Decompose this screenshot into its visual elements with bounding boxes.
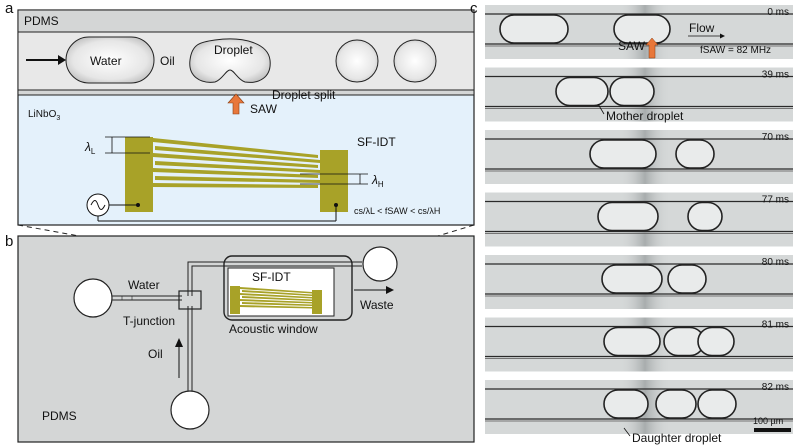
pdms-label-b: PDMS <box>42 409 77 423</box>
droplet-5-0 <box>603 326 661 357</box>
idt-label: SF-IDT <box>357 135 396 149</box>
frame-5: 81 ms <box>485 317 793 372</box>
saw-arrow <box>227 93 245 115</box>
lambda-l-label: λL <box>84 140 96 156</box>
droplet-3-1 <box>687 201 723 232</box>
droplet-3-0 <box>597 201 659 232</box>
oil-label-b: Oil <box>148 347 163 361</box>
panel-b-diagram: Water T-junction Oil SF-IDT Acoustic win… <box>17 235 475 443</box>
sf-idt-label-b: SF-IDT <box>252 270 291 284</box>
droplet-6-1 <box>655 389 697 419</box>
frame-0: 0 ms <box>485 5 793 59</box>
frame-6: 82 ms <box>485 380 793 434</box>
droplet-1-0 <box>555 76 609 107</box>
tjunction-label: T-junction <box>123 314 175 328</box>
pdms-bottom <box>17 89 475 96</box>
splitting-droplet <box>189 38 271 83</box>
droplet-1-1 <box>609 76 655 107</box>
panel-c-frames: 0 ms 39 ms 70 ms 77 ms 80 ms 81 ms 82 ms <box>485 5 793 434</box>
droplet-0-1 <box>613 14 671 44</box>
droplet-4-0 <box>601 264 663 294</box>
pdms-label: PDMS <box>24 14 59 28</box>
daughter-droplet-label: Daughter droplet <box>632 431 722 445</box>
panel-b-label: b <box>5 233 13 250</box>
panel-a-label: a <box>5 0 14 17</box>
sf-idt <box>125 137 348 212</box>
frame-time-label: 77 ms <box>762 195 789 206</box>
small-droplet-2 <box>393 39 437 83</box>
droplet-5-2 <box>697 326 735 357</box>
substrate-label: LiNbO3 <box>28 109 60 122</box>
scale-bar <box>754 428 791 432</box>
idt-left-bus <box>125 137 153 212</box>
frame-2: 70 ms <box>485 130 793 184</box>
frame-time-label: 80 ms <box>762 257 789 268</box>
water-label-b: Water <box>128 278 160 292</box>
fsaw-label: fSAW = 82 MHz <box>700 45 771 56</box>
frame-time-label: 39 ms <box>762 70 789 81</box>
scale-label: 100 µm <box>753 416 783 426</box>
waste-outlet <box>362 246 398 282</box>
flow-label: Flow <box>689 21 715 35</box>
droplet-2-1 <box>675 139 715 169</box>
saw-label-c: SAW <box>618 39 646 53</box>
droplet-6-0 <box>603 389 649 419</box>
water-label: Water <box>90 54 122 68</box>
pdms-chip <box>17 235 475 443</box>
droplet-split-label: Droplet split <box>272 88 336 102</box>
frame-time-label: 70 ms <box>762 132 789 143</box>
acoustic-window <box>223 255 353 321</box>
oil-label: Oil <box>160 54 175 68</box>
droplet-2-0 <box>589 139 657 169</box>
frame-time-label: 82 ms <box>762 382 789 393</box>
saw-label: SAW <box>250 102 278 116</box>
droplet-6-2 <box>697 389 737 419</box>
acoustic-window-label: Acoustic window <box>229 322 318 336</box>
panel-c-label: c <box>470 0 478 17</box>
droplet-label: Droplet <box>214 43 253 57</box>
saw-arrow-c <box>645 37 659 59</box>
droplet-0-0 <box>499 14 569 44</box>
flow-arrow-head <box>58 55 66 65</box>
pdms-layer <box>17 9 475 33</box>
frame-3: 77 ms <box>485 192 793 247</box>
waste-label: Waste <box>360 298 394 312</box>
t-junction-box <box>178 290 202 310</box>
small-droplet-1 <box>335 39 379 83</box>
water-droplet <box>65 36 155 84</box>
lambda-h-label: λH <box>371 173 384 189</box>
frame-time-label: 0 ms <box>767 7 789 18</box>
frequency-condition: cs/λL < fSAW < cs/λH <box>354 206 440 216</box>
panel-a-diagram: PDMS Water Oil Droplet LiNbO3 SAW Drople… <box>17 9 475 226</box>
mother-droplet-label: Mother droplet <box>606 109 684 123</box>
frame-time-label: 81 ms <box>762 320 789 331</box>
oil-inlet <box>170 390 210 430</box>
droplet-4-1 <box>667 264 707 294</box>
water-inlet <box>73 278 113 318</box>
frame-1: 39 ms <box>485 67 793 122</box>
frame-4: 80 ms <box>485 255 793 309</box>
idt-right-bus <box>320 150 348 212</box>
